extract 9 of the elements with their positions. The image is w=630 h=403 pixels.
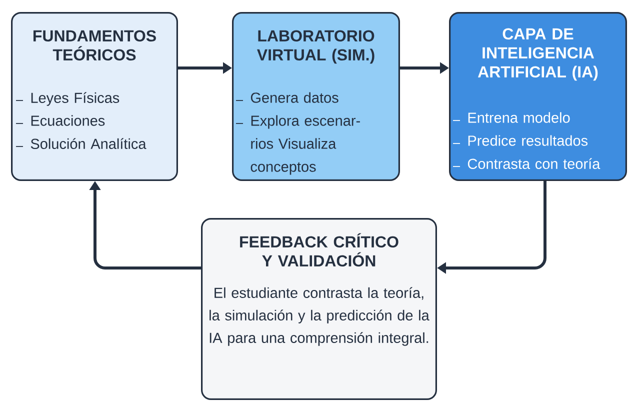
list-item: Predice resultados [468, 135, 588, 146]
list-item: Explora escenar- rios Visualiza conceptos [250, 115, 360, 175]
list-item: Contrasta con teoría [468, 158, 600, 169]
list-item: Solución Analítica [30, 138, 146, 149]
list-item: Genera datos [250, 92, 338, 103]
description-text: El estudiante contrasta la teoría, la simulación y la predicción de la IA para una comprensión integral. [210, 287, 430, 346]
list-item: Entrena modelo [468, 112, 570, 123]
list-item: Leyes Físicas [31, 92, 120, 106]
list-item: Ecuaciones [31, 115, 105, 126]
